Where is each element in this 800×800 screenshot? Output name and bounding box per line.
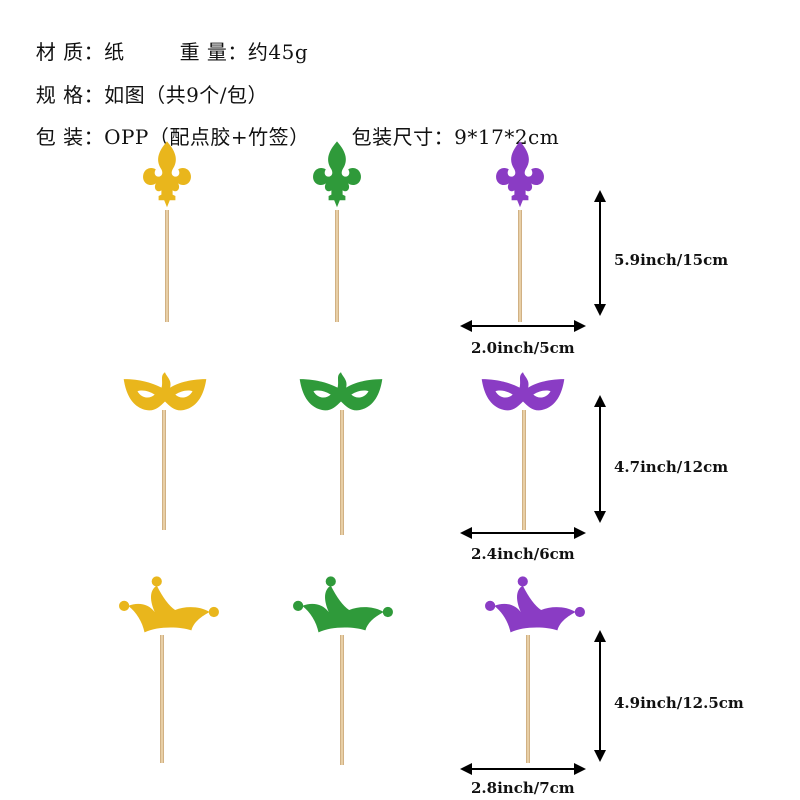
jester-hat-icon (484, 575, 586, 647)
height-arrow-row3 (594, 630, 606, 762)
spec-line-material: 材 质：纸 重 量：约45g (22, 12, 308, 65)
height-arrow-row1 (594, 190, 606, 316)
bamboo-stick (340, 635, 344, 765)
package-size-text: 包装尺寸：9*17*2cm (351, 125, 560, 149)
spec-line-packing: 包 装：OPP（配点胶+竹签） 包装尺寸：9*17*2cm (22, 97, 559, 150)
height-label-row1: 5.9inch/15cm (614, 251, 729, 269)
spec-line-size: 规 格：如图（共9个/包） (22, 55, 268, 108)
mask-icon (122, 370, 208, 426)
jester-hat-icon (292, 575, 394, 647)
mask-icon (480, 370, 566, 426)
mask-icon (298, 370, 384, 426)
packing-text: 包 装：OPP（配点胶+竹签） (35, 125, 310, 149)
jester-hat-icon (118, 575, 220, 647)
width-arrow-row3 (460, 763, 586, 775)
green-jester-hat-topper (292, 575, 394, 765)
bamboo-stick (160, 635, 164, 763)
fleur-de-lis-icon (485, 125, 555, 225)
purple-fleur-de-lis-topper (485, 125, 555, 322)
gold-fleur-de-lis-topper (132, 125, 202, 322)
weight-text: 重 量：约45g (179, 40, 309, 64)
purple-jester-hat-topper (484, 575, 586, 763)
width-label-row2: 2.4inch/6cm (471, 545, 575, 563)
green-fleur-de-lis-topper (302, 125, 372, 322)
fleur-de-lis-icon (132, 125, 202, 225)
material-text: 材 质：纸 (35, 40, 125, 64)
bamboo-stick (526, 635, 530, 763)
green-mask-topper (298, 370, 384, 535)
width-arrow-row2 (460, 527, 586, 539)
bamboo-stick (165, 210, 169, 322)
bamboo-stick (335, 210, 339, 322)
height-arrow-row2 (594, 395, 606, 523)
gold-jester-hat-topper (118, 575, 220, 763)
height-label-row2: 4.7inch/12cm (614, 458, 729, 476)
bamboo-stick (522, 410, 526, 530)
gold-mask-topper (122, 370, 208, 530)
width-arrow-row1 (460, 320, 586, 332)
purple-mask-topper (480, 370, 566, 530)
fleur-de-lis-icon (302, 125, 372, 225)
bamboo-stick (518, 210, 522, 322)
width-label-row3: 2.8inch/7cm (471, 779, 575, 797)
bamboo-stick (162, 410, 166, 530)
spec-text: 规 格：如图（共9个/包） (35, 83, 269, 107)
height-label-row3: 4.9inch/12.5cm (614, 694, 744, 712)
bamboo-stick (340, 410, 344, 535)
width-label-row1: 2.0inch/5cm (471, 339, 575, 357)
